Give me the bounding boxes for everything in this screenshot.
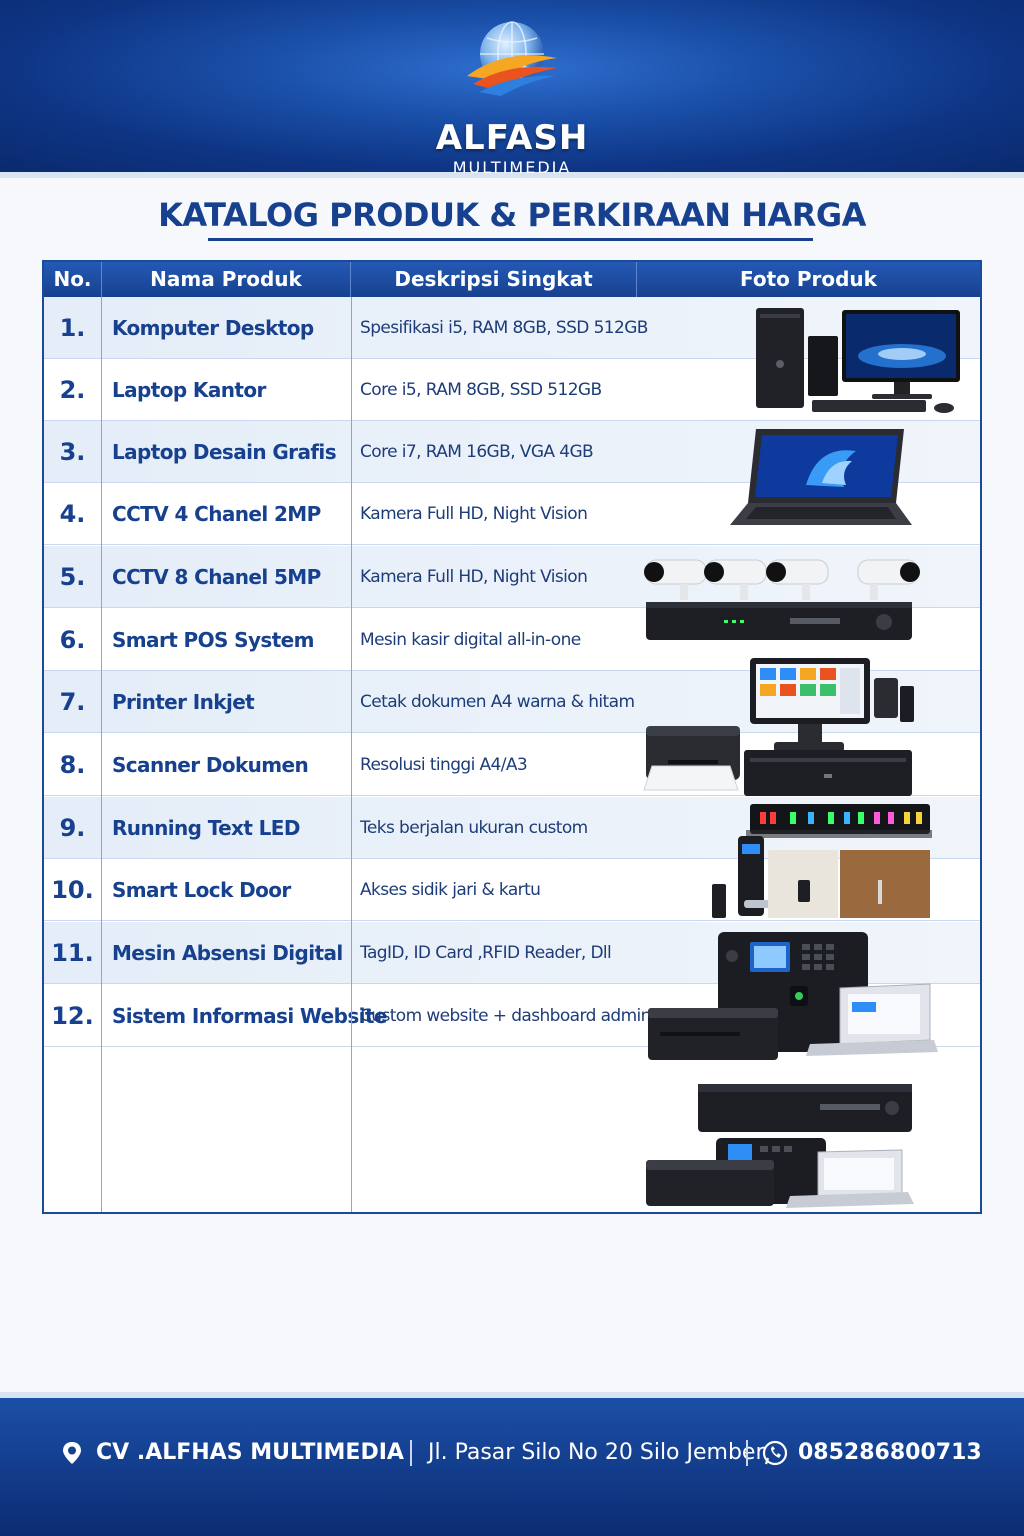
product-name: Smart Lock Door [112,878,291,902]
product-description: TagID, ID Card ,RFID Reader, Dll [360,943,612,963]
row-number: 1. [59,314,86,342]
whatsapp-icon [762,1440,788,1466]
pos-system-photo [643,658,914,796]
footer-divider [746,1440,748,1466]
product-name: CCTV 8 Chanel 5MP [112,565,321,589]
product-description: Cetak dokumen A4 warna & hitam [360,692,635,712]
row-number: 10. [51,876,94,904]
page-title: KATALOG PRODUK & PERKIRAAN HARGA [158,196,866,234]
product-name: Komputer Desktop [112,316,314,340]
company-address: Jl. Pasar Silo No 20 Silo Jember [428,1440,765,1465]
running-text-smartlock-photo [712,804,932,918]
col-header-photo: Foto Produk [740,267,877,291]
product-name: Printer Inkjet [112,690,255,714]
product-name: CCTV 4 Chanel 2MP [112,502,321,526]
product-description: Resolusi tinggi A4/A3 [360,755,528,775]
product-name: Laptop Kantor [112,378,266,402]
product-name: Running Text LED [112,816,300,840]
product-description: Teks berjalan ukuran custom [360,818,588,838]
table-header: No. Nama Produk Deskripsi Singkat Foto P… [44,262,980,297]
catalog-table: No. Nama Produk Deskripsi Singkat Foto P… [42,260,982,1214]
product-name: Laptop Desain Grafis [112,440,337,464]
brand-logo: ALFASH MULTIMEDIA [412,14,612,177]
row-number: 6. [59,626,86,654]
product-name: Sistem Informasi Website [112,1004,387,1028]
row-number: 4. [59,500,86,528]
title-underline [208,238,813,241]
phone-number[interactable]: 085286800713 [798,1440,982,1465]
brand-tagline: MULTIMEDIA [452,158,572,177]
header-banner: ALFASH MULTIMEDIA [0,0,1024,178]
row-number: 3. [59,438,86,466]
column-divider [101,297,102,1212]
row-number: 5. [59,563,86,591]
product-description: Kamera Full HD, Night Vision [360,504,588,524]
location-pin-icon [63,1442,81,1464]
row-number: 8. [59,751,86,779]
product-description: Custom website + dashboard admin [360,1006,651,1026]
col-header-desc: Deskripsi Singkat [351,262,637,297]
attendance-machine-photo [648,932,938,1060]
product-description: Mesin kasir digital all-in-one [360,630,581,650]
cctv-kit-photo [644,559,920,640]
row-number: 12. [51,1002,94,1030]
laptop-photo [730,429,912,525]
table-row: 1. Komputer Desktop Spesifikasi i5, RAM … [44,297,980,359]
product-description: Core i7, RAM 16GB, VGA 4GB [360,442,594,462]
product-description: Akses sidik jari & kartu [360,880,541,900]
col-header-no: No. [44,262,102,297]
brand-name: ALFASH [435,118,589,158]
company-name: CV .ALFHAS MULTIMEDIA [96,1440,404,1465]
desktop-computer-photo [756,308,960,413]
row-number: 11. [51,939,94,967]
product-description: Core i5, RAM 8GB, SSD 512GB [360,380,602,400]
product-description: Kamera Full HD, Night Vision [360,567,588,587]
col-header-name: Nama Produk [102,262,351,297]
contact-line: CV .ALFHAS MULTIMEDIA Jl. Pasar Silo No … [0,1428,1024,1478]
product-description: Spesifikasi i5, RAM 8GB, SSD 512GB [360,318,648,338]
product-collage-photo [646,1084,914,1208]
globe-logo-icon [467,21,557,96]
row-number: 7. [59,688,86,716]
footer-bar: CV .ALFHAS MULTIMEDIA Jl. Pasar Silo No … [0,1392,1024,1536]
row-number: 2. [59,376,86,404]
footer-divider [410,1440,412,1466]
column-divider [351,297,352,1212]
product-name: Mesin Absensi Digital [112,941,343,965]
row-number: 9. [59,814,86,842]
product-name: Smart POS System [112,628,314,652]
product-name: Scanner Dokumen [112,753,309,777]
